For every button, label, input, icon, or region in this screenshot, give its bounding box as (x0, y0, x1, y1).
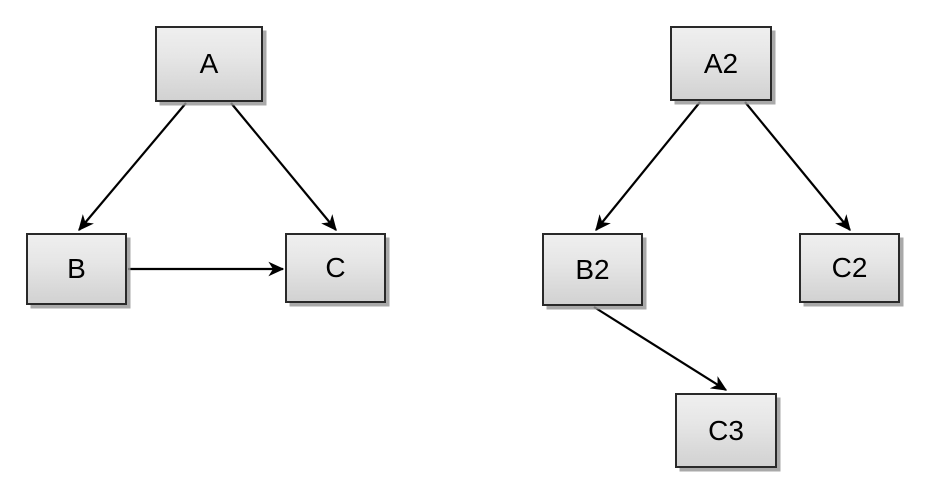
node-c2[interactable]: C2 (799, 233, 900, 303)
node-label: C2 (831, 252, 868, 283)
node-label: A2 (703, 47, 739, 79)
node-label: B2 (575, 253, 610, 285)
node-a2[interactable]: A2 (670, 26, 772, 101)
node-c3[interactable]: C3 (675, 393, 777, 468)
edge-a2-b2 (595, 101, 701, 231)
edge-b2-c3 (593, 306, 728, 391)
edge-a-c (230, 102, 337, 231)
edge-a2-c2 (744, 101, 851, 231)
node-label: C3 (708, 414, 744, 446)
node-b2[interactable]: B2 (542, 233, 643, 306)
node-b[interactable]: B (26, 233, 127, 305)
node-c[interactable]: C (285, 233, 386, 303)
node-a[interactable]: A (155, 26, 263, 102)
edge-a-b (78, 102, 187, 231)
edges-group (78, 101, 851, 391)
node-label: C (325, 252, 346, 283)
node-label: B (67, 253, 86, 284)
node-label: A (199, 48, 219, 79)
